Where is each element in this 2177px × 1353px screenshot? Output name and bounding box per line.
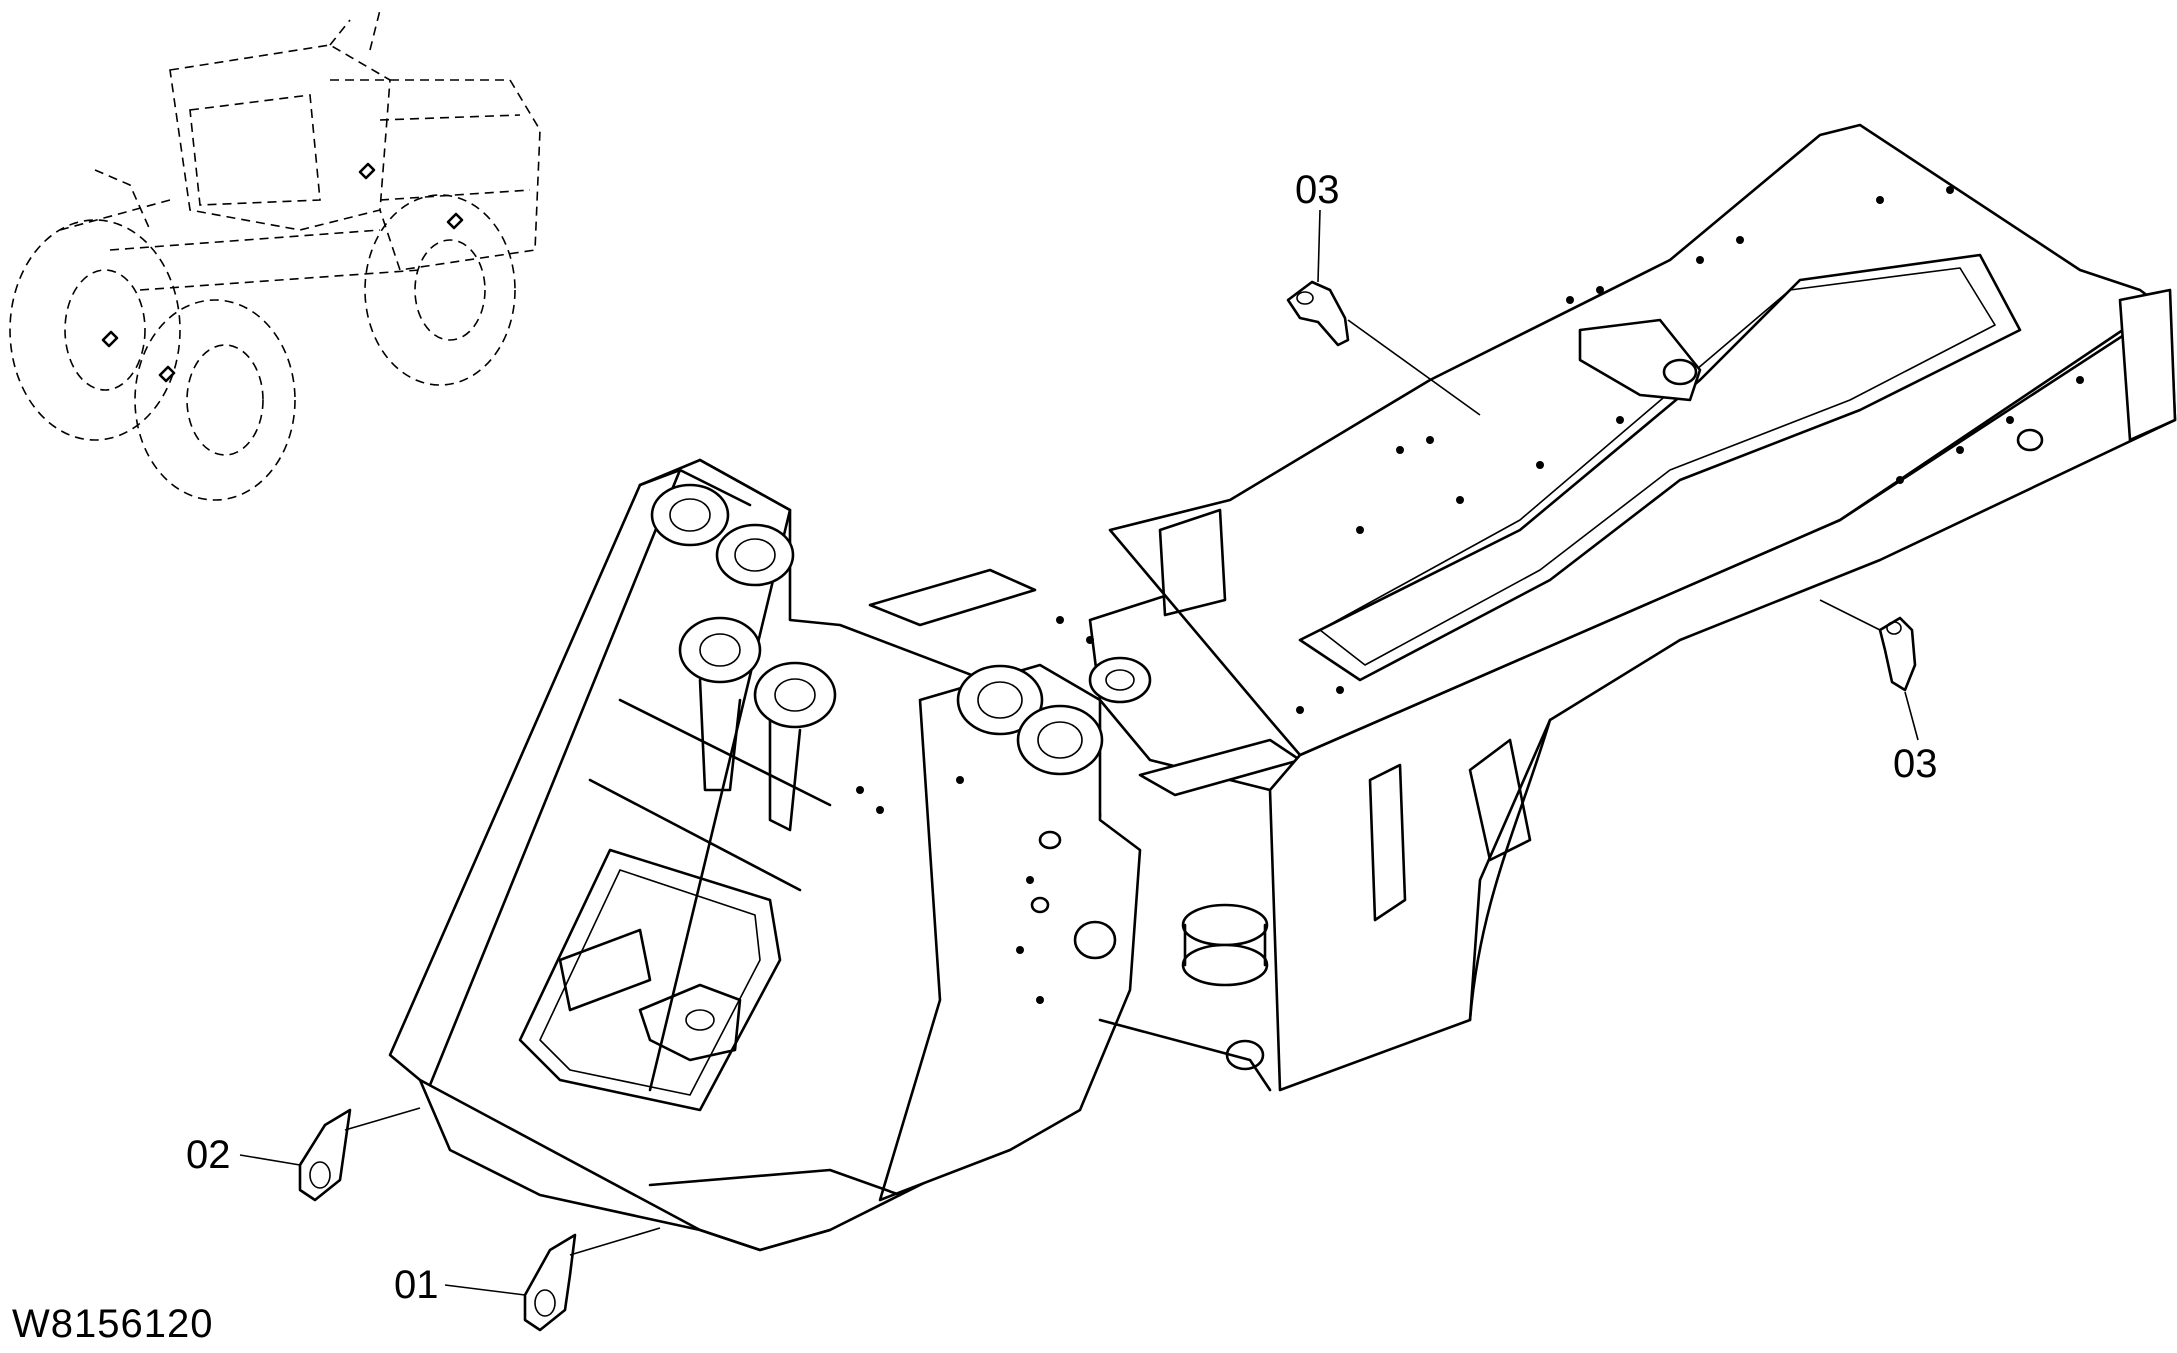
svg-text:02: 02 (186, 1133, 231, 1177)
tow-hook-02 (298, 1107, 421, 1202)
chassis-frame-drawing (388, 123, 2177, 1252)
tow-hook-top (1286, 280, 1481, 416)
tow-hook-right (1819, 599, 1917, 692)
loader-overview-sketch (9, 9, 541, 501)
bolt-holes (856, 186, 2084, 1004)
svg-text:01: 01 (394, 1263, 439, 1307)
drawing-number: W8156120 (12, 1302, 214, 1346)
callout-02: 02 (186, 1133, 301, 1177)
callout-03-top: 03 (1295, 168, 1340, 283)
svg-text:03: 03 (1893, 742, 1938, 786)
tow-hook-01 (523, 1227, 661, 1332)
callout-01: 01 (394, 1263, 526, 1307)
callout-03-right: 03 (1893, 691, 1938, 786)
svg-text:03: 03 (1295, 168, 1340, 212)
